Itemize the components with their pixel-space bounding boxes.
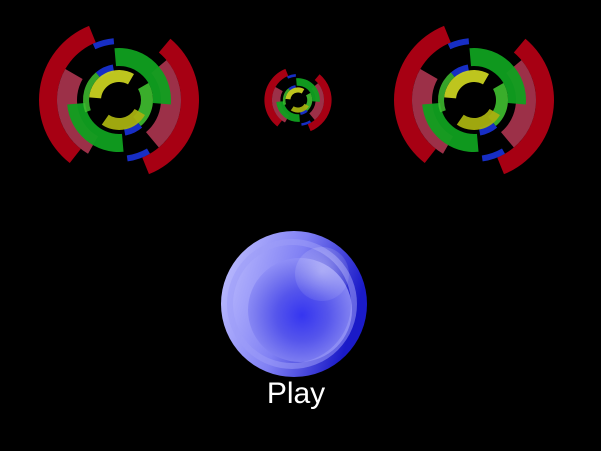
ring-outer-red-segment — [38, 25, 96, 164]
ring-green-segment — [469, 48, 526, 105]
ring-yellow-segment — [444, 70, 489, 99]
ring-outer-red-segment — [142, 38, 199, 175]
ring-green-segment — [67, 102, 124, 152]
ring-yellow-segment — [285, 87, 305, 100]
ring-outer-red-segment — [307, 74, 332, 132]
ring-blue-segment — [123, 121, 143, 136]
ring-blue-segment — [286, 74, 296, 79]
ring-outer-red-segment — [393, 25, 451, 164]
ring-yellow-segment — [290, 103, 309, 113]
ring-blue-segment — [481, 148, 505, 162]
orb-highlight — [295, 247, 349, 301]
ring-blue-segment — [301, 120, 312, 126]
ring-yellow-segment — [456, 109, 500, 131]
play-label[interactable]: Play — [266, 377, 326, 410]
ring-yellow-segment — [89, 70, 134, 99]
ring-outer-red-segment — [497, 38, 554, 175]
ring-blue-segment — [447, 38, 470, 50]
right-rotating-rings-icon — [393, 25, 554, 175]
ring-green-segment — [422, 102, 479, 152]
left-rotating-rings-icon — [38, 25, 199, 175]
play-orb-button[interactable] — [221, 231, 367, 377]
ring-green-segment — [114, 48, 171, 105]
ring-yellow-segment — [101, 109, 145, 130]
ring-blue-segment — [92, 38, 115, 50]
ring-blue-segment — [288, 85, 296, 91]
ring-green-segment — [296, 78, 320, 102]
ring-blue-segment — [478, 121, 498, 136]
center-rotating-rings-icon — [264, 68, 332, 132]
ring-green-light-segment — [282, 88, 290, 106]
ring-outer-red-segment — [264, 68, 289, 127]
ring-green-segment — [276, 101, 300, 122]
ring-blue-segment — [95, 64, 115, 79]
ring-green-light-segment — [438, 72, 455, 113]
ring-blue-segment — [126, 148, 150, 162]
ring-blue-segment — [300, 109, 308, 115]
ring-green-light-segment — [83, 72, 100, 113]
orb-inner-ring — [227, 239, 357, 369]
ring-blue-segment — [450, 64, 470, 79]
